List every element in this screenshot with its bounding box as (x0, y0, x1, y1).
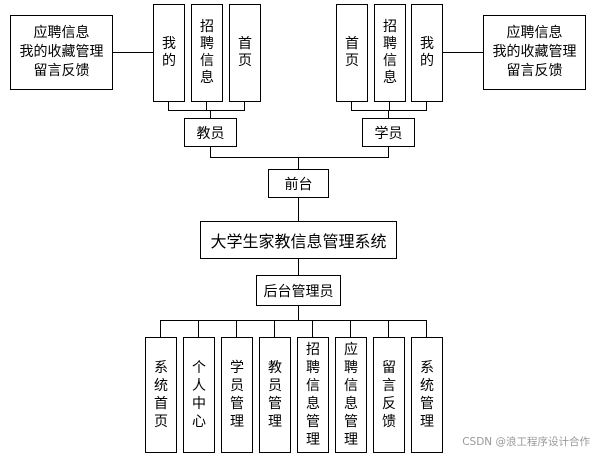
student-my-submenu-box: 应聘信息 我的收藏管理 留言反馈 (483, 15, 586, 90)
student-role-label: 学员 (374, 125, 403, 142)
student-submenu-item: 我的收藏管理 (492, 44, 577, 60)
teacher-module-my-box: 我的 (153, 4, 185, 102)
teacher-module-recruitment-box: 招聘信息 (191, 4, 223, 102)
admin-module-label: 学员管理 (229, 360, 244, 430)
admin-role-label: 后台管理员 (263, 283, 334, 300)
student-module-label: 首页 (344, 36, 359, 69)
teacher-role-label: 教员 (196, 125, 225, 142)
watermark: CSDN @浪工程序设计合作 (462, 436, 590, 448)
admin-module-personal-center-box: 个人中心 (183, 337, 215, 453)
admin-role-box: 后台管理员 (256, 275, 341, 306)
admin-module-teacher-management-box: 教员管理 (259, 337, 291, 453)
admin-module-recruitment-management-box: 招聘信息管理 (297, 337, 329, 453)
teacher-submenu-item: 应聘信息 (33, 25, 90, 41)
teacher-module-label: 首页 (237, 36, 252, 69)
teacher-submenu-item: 留言反馈 (33, 63, 90, 79)
teacher-submenu-item: 我的收藏管理 (19, 44, 104, 60)
student-module-label: 招聘信息 (382, 19, 397, 86)
teacher-my-submenu-box: 应聘信息 我的收藏管理 留言反馈 (10, 15, 113, 90)
student-module-label: 我的 (419, 36, 434, 69)
teacher-role-box: 教员 (184, 118, 237, 147)
admin-module-application-management-box: 应聘信息管理 (335, 337, 367, 453)
admin-module-label: 应聘信息管理 (343, 342, 358, 448)
front-end-label: 前台 (284, 176, 313, 193)
admin-module-feedback-box: 留言反馈 (373, 337, 405, 453)
system-title: 大学生家教信息管理系统 (210, 232, 387, 251)
student-submenu-item: 留言反馈 (506, 63, 563, 79)
teacher-module-label: 我的 (161, 36, 176, 69)
teacher-module-home-box: 首页 (229, 4, 261, 102)
admin-module-label: 教员管理 (267, 360, 282, 430)
admin-module-system-management-box: 系统管理 (411, 337, 443, 453)
teacher-module-label: 招聘信息 (199, 19, 214, 86)
student-role-box: 学员 (362, 118, 415, 147)
admin-module-student-management-box: 学员管理 (221, 337, 253, 453)
admin-module-label: 招聘信息管理 (305, 342, 320, 448)
admin-module-home-box: 系统首页 (145, 337, 177, 453)
admin-module-label: 系统首页 (153, 360, 168, 430)
system-title-box: 大学生家教信息管理系统 (200, 221, 397, 259)
student-submenu-item: 应聘信息 (506, 25, 563, 41)
student-module-my-box: 我的 (411, 4, 443, 102)
admin-module-label: 留言反馈 (381, 360, 396, 430)
student-module-home-box: 首页 (336, 4, 368, 102)
student-module-recruitment-box: 招聘信息 (374, 4, 406, 102)
front-end-box: 前台 (268, 169, 329, 198)
admin-module-label: 个人中心 (191, 360, 206, 430)
admin-module-label: 系统管理 (419, 360, 434, 430)
